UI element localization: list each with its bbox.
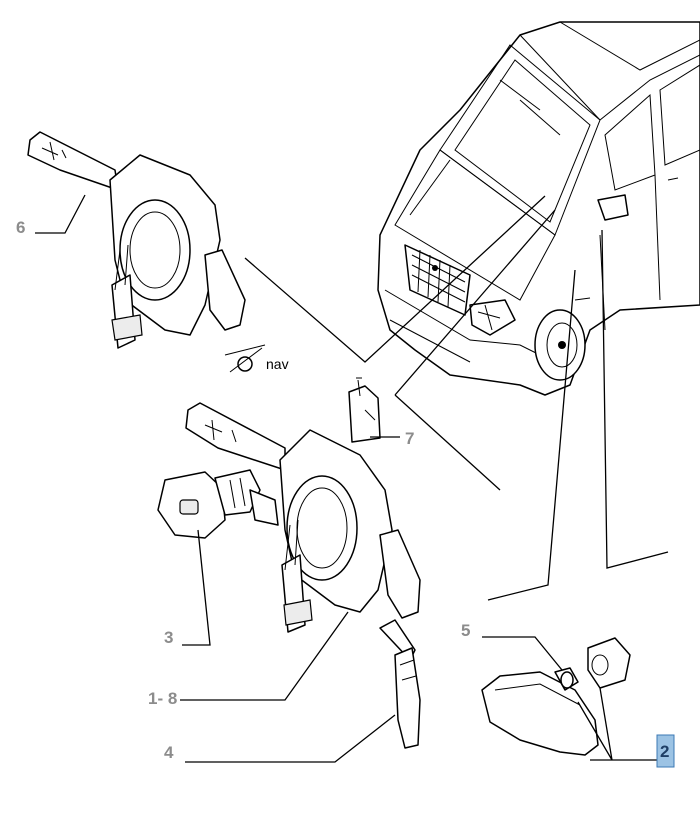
leader-lines — [35, 194, 669, 763]
part-6-steering-switch — [27, 131, 246, 349]
callout-6: 6 — [16, 218, 25, 237]
callout-1-8: 1- 8 — [148, 689, 177, 708]
callout-3: 3 — [164, 628, 173, 647]
callout-labels: 6 7 3 1- 8 4 5 2 — [16, 218, 675, 768]
part-3-control-handle — [157, 469, 279, 539]
part-1-8-switch-assembly — [185, 402, 421, 633]
callout-7: 7 — [405, 429, 414, 448]
nav-symbol: nav — [224, 344, 289, 373]
nav-label: nav — [266, 356, 289, 372]
vehicle-illustration — [377, 21, 700, 396]
part-4-lever — [379, 619, 421, 749]
callout-4: 4 — [164, 743, 174, 762]
callout-2[interactable]: 2 — [660, 742, 669, 761]
callout-5: 5 — [461, 621, 470, 640]
part-2-5-side-lamp — [481, 637, 631, 756]
part-7-bracket — [348, 377, 381, 443]
callout-2-highlight[interactable] — [656, 734, 675, 768]
